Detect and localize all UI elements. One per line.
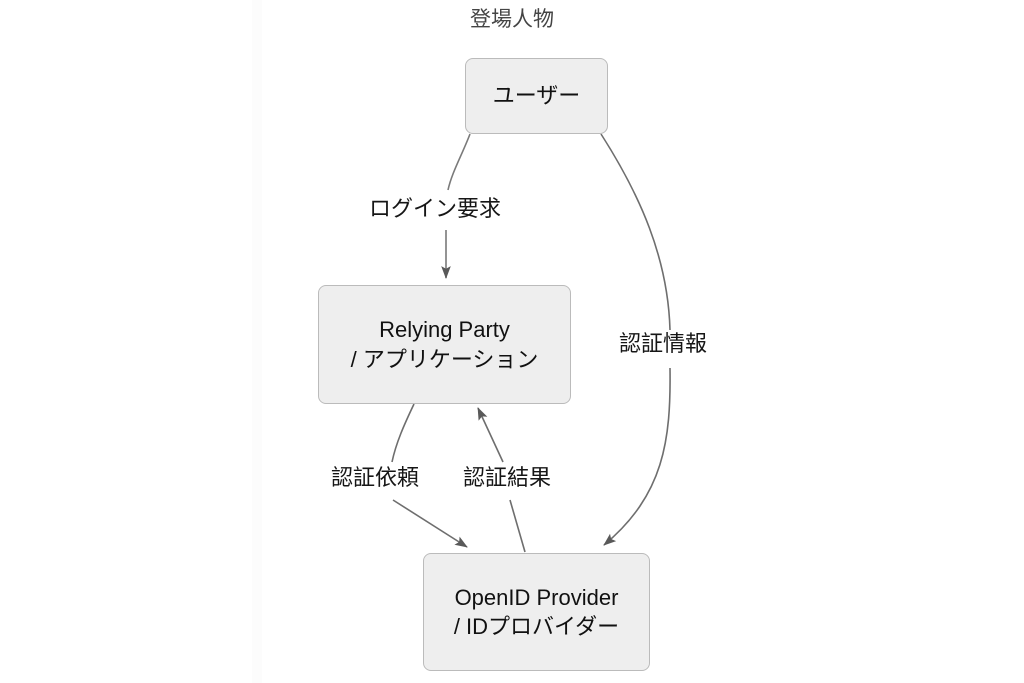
edge-label-login: ログイン要求: [367, 196, 504, 222]
node-openid-provider-label-line2: / IDプロバイダー: [453, 614, 620, 639]
edge-authres: [477, 407, 526, 553]
node-relying-party-label-line2: / アプリケーション: [350, 346, 539, 372]
node-openid-provider[interactable]: OpenID Provider / IDプロバイダー: [423, 553, 650, 671]
node-openid-provider-label-line1: OpenID Provider: [454, 584, 619, 610]
edge-authinfo: [600, 133, 671, 546]
edge-label-authreq: 認証依頼: [329, 465, 422, 491]
edge-login: [441, 133, 471, 279]
edge-authreq: [391, 403, 468, 548]
edge-label-authinfo: 認証情報: [617, 331, 710, 357]
left-guide-band: [252, 0, 262, 683]
page-title: 登場人物: [470, 8, 554, 31]
node-user[interactable]: ユーザー: [465, 58, 608, 134]
node-user-label-line1: ユーザー: [492, 83, 581, 109]
edge-label-authres: 認証結果: [461, 465, 554, 491]
node-relying-party-label-line1: Relying Party: [379, 317, 510, 343]
node-relying-party[interactable]: Relying Party / アプリケーション: [318, 285, 571, 404]
